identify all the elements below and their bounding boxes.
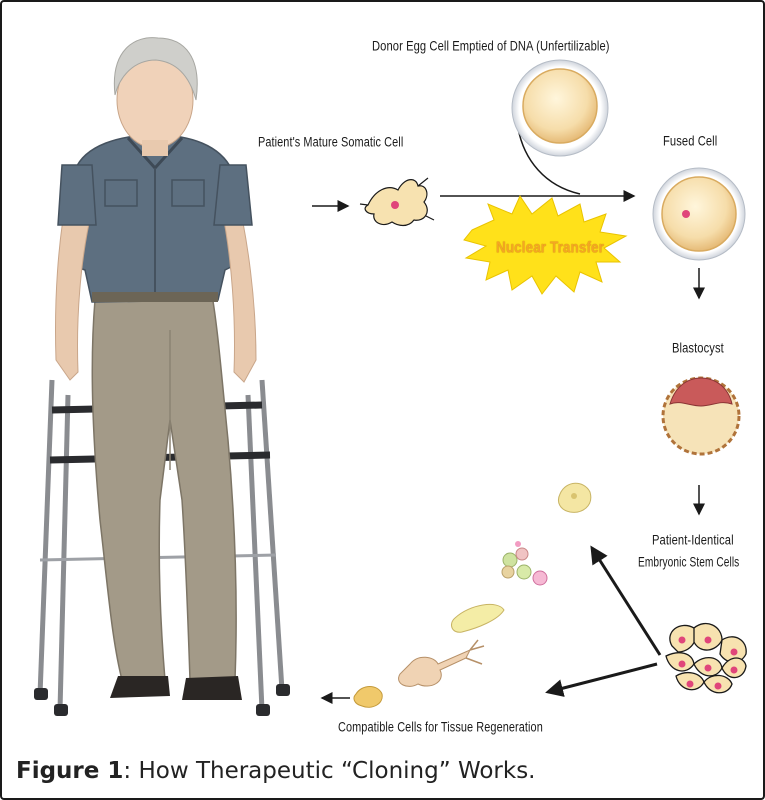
patient-with-walker-illustration bbox=[34, 38, 290, 716]
donor-egg-label: Donor Egg Cell Emptied of DNA (Unfertili… bbox=[372, 38, 610, 54]
donor-egg-cell bbox=[512, 60, 608, 156]
differentiated-cells bbox=[354, 483, 591, 707]
blastocyst-label: Blastocyst bbox=[672, 340, 724, 356]
somatic-cell-label: Patient's Mature Somatic Cell bbox=[258, 134, 403, 150]
stem-cell-cluster bbox=[666, 624, 746, 693]
fused-cell-label: Fused Cell bbox=[663, 133, 717, 149]
blastocyst-cell bbox=[663, 378, 739, 454]
nuclear-transfer-label: Nuclear Transfer bbox=[496, 239, 604, 257]
stem-cells-label-line2: Embryonic Stem Cells bbox=[638, 554, 739, 570]
stem-cells-label-line1: Patient-Identical bbox=[652, 532, 734, 548]
fused-cell bbox=[653, 168, 745, 260]
figure-caption-text: : How Therapeutic “Cloning” Works. bbox=[123, 758, 535, 784]
figure-caption: Figure 1: How Therapeutic “Cloning” Work… bbox=[16, 758, 535, 784]
somatic-cell-illustration bbox=[360, 178, 434, 226]
figure-caption-prefix: Figure 1 bbox=[16, 758, 123, 784]
compatible-cells-label: Compatible Cells for Tissue Regeneration bbox=[338, 719, 543, 735]
